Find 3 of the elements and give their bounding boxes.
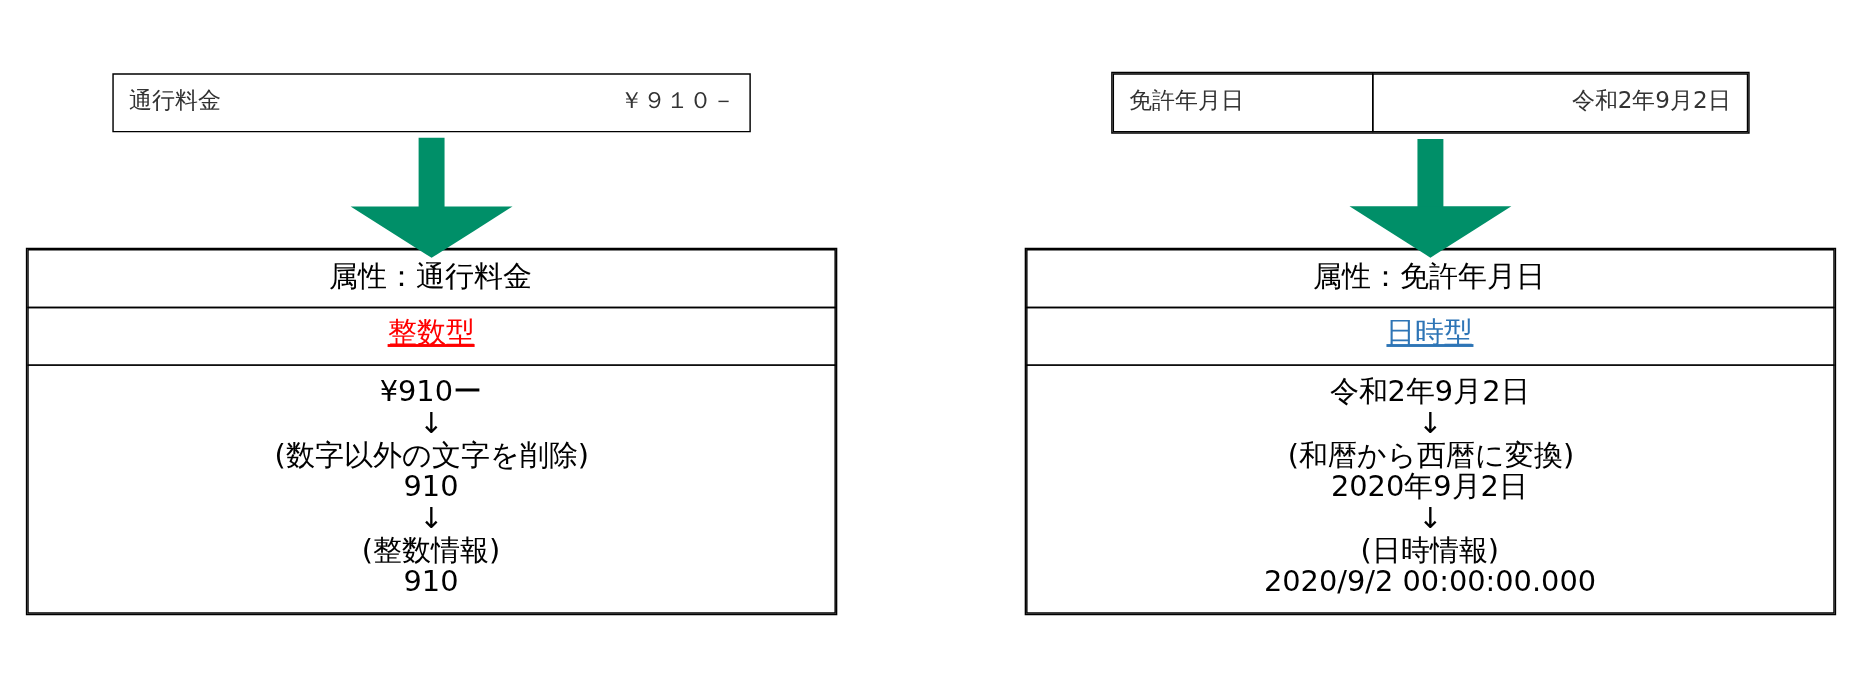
arrow <box>1349 138 1512 258</box>
node-box: 通行料金 ￥９１０－ <box>112 72 751 132</box>
arrow <box>350 137 513 258</box>
